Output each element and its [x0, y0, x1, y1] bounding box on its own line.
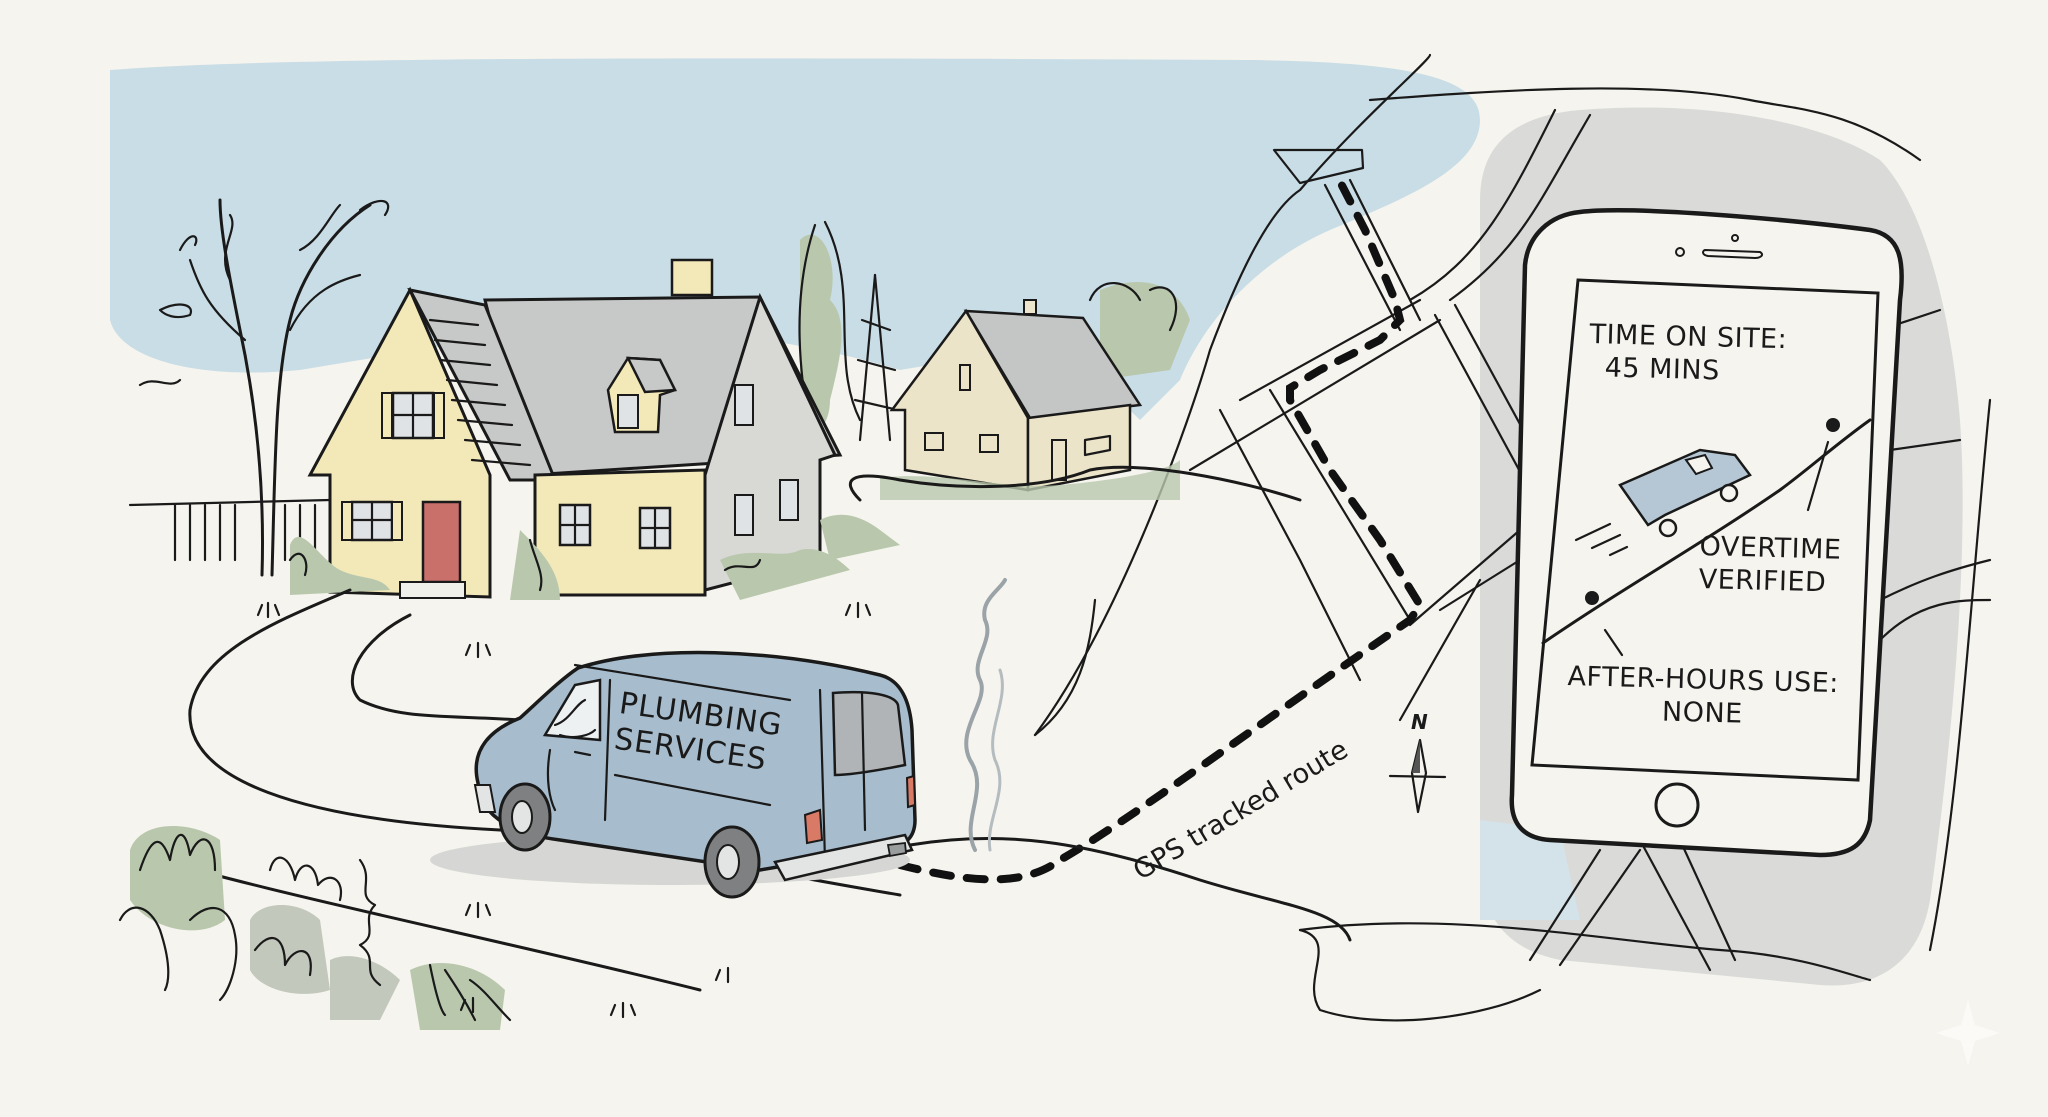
neighbor-house	[880, 299, 1180, 500]
time-on-site-block: TIME ON SITE: 45 MINS	[1588, 318, 1787, 389]
overtime-marker	[1826, 418, 1840, 432]
compass-north-label: N	[1411, 710, 1428, 734]
overtime-line2: VERIFIED	[1698, 563, 1827, 599]
home-button-icon[interactable]	[1654, 782, 1700, 828]
foreground-bushes	[118, 826, 512, 1030]
house-shrubs	[288, 514, 900, 600]
main-house	[307, 258, 843, 599]
front-camera-icon	[1675, 247, 1685, 257]
map-blue-wash	[1480, 820, 1580, 920]
gps-route-path	[896, 168, 1425, 884]
overtime-block: OVERTIME VERIFIED	[1698, 530, 1842, 600]
plumbing-van	[473, 650, 917, 899]
grass-tufts	[256, 601, 872, 1019]
exhaust-smoke	[964, 578, 1007, 852]
fence	[128, 498, 332, 562]
on-screen-van-icon	[1574, 448, 1752, 557]
overtime-line1: OVERTIME	[1699, 530, 1842, 566]
map-roads	[1033, 53, 1992, 1022]
after-hours-label: AFTER-HOURS USE:	[1567, 660, 1840, 700]
time-on-site-label: TIME ON SITE:	[1589, 318, 1788, 356]
compass-rose-icon	[1388, 738, 1447, 814]
smartphone	[1509, 208, 1904, 858]
after-hours-block: AFTER-HOURS USE: NONE	[1566, 660, 1839, 733]
sparkle-icon	[1936, 1000, 2000, 1066]
time-on-site-value: 45 MINS	[1604, 352, 1721, 387]
after-hours-marker	[1585, 591, 1599, 605]
front-door	[421, 500, 462, 584]
